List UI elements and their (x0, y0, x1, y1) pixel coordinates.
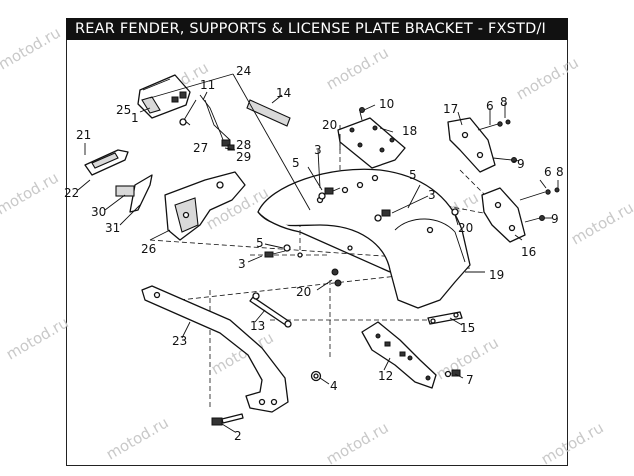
lamp-lens (246, 99, 291, 127)
callout-21: 21 (76, 128, 91, 142)
callout-31: 31 (105, 221, 120, 235)
watermark-text: motod.ru (538, 418, 607, 468)
watermark-text: motod.ru (323, 43, 392, 93)
rail-nut (310, 370, 322, 382)
callout-13: 13 (250, 319, 265, 333)
side-support-bracket (361, 321, 437, 389)
callout-27: 27 (193, 141, 208, 155)
callout-3-left: 3 (238, 257, 246, 271)
rear-fender (257, 168, 471, 309)
callout-22: 22 (64, 186, 79, 200)
watermark-text: motod.ru (0, 23, 64, 73)
callout-labels: 24 25 1 11 27 28 29 21 22 30 31 26 14 20… (64, 64, 564, 443)
callout-3-right: 3 (428, 188, 436, 202)
right-fender-support (481, 187, 526, 243)
watermark-layer: motod.ru motod.ru motod.ru motod.ru moto… (0, 23, 634, 468)
watermark-text: motod.ru (513, 53, 582, 103)
callout-7: 7 (466, 373, 474, 387)
callout-26: 26 (141, 242, 156, 256)
fender-strut (249, 292, 292, 328)
callout-20-top: 20 (322, 118, 337, 132)
watermark-text: motod.ru (3, 313, 72, 363)
callout-19: 19 (489, 268, 504, 282)
wiring-harness (179, 94, 235, 151)
reflector-plate (84, 149, 129, 176)
callout-20-right: 20 (458, 221, 473, 235)
seat-mounting-plate (337, 117, 406, 169)
callout-5-top: 5 (292, 156, 300, 170)
callout-23: 23 (172, 334, 187, 348)
callout-17: 17 (443, 102, 458, 116)
callout-9-bottom: 9 (551, 212, 559, 226)
diagram-frame (66, 40, 568, 466)
tail-lamp-housing (137, 74, 191, 119)
callout-3-top: 3 (314, 143, 322, 157)
callout-11: 11 (200, 78, 215, 92)
callout-20-bottom: 20 (296, 285, 311, 299)
callout-16: 16 (521, 245, 536, 259)
fender-support-rail (141, 285, 289, 413)
callout-6-bottom: 6 (544, 165, 552, 179)
rail-bolt (211, 413, 244, 426)
license-plate-bracket (164, 171, 246, 241)
watermark-text: motod.ru (323, 418, 392, 468)
callout-8-bottom: 8 (556, 165, 564, 179)
callout-24: 24 (236, 64, 251, 78)
callout-28: 28 (236, 138, 251, 152)
callout-5-left: 5 (256, 236, 264, 250)
callout-8-top: 8 (500, 95, 508, 109)
bracket-bolt (444, 369, 461, 378)
callout-9-top: 9 (517, 157, 525, 171)
callout-4: 4 (330, 379, 338, 393)
callout-5-right: 5 (409, 168, 417, 182)
callout-1: 1 (131, 111, 139, 125)
diagram-title: REAR FENDER, SUPPORTS & LICENSE PLATE BR… (66, 18, 568, 40)
callout-2: 2 (234, 429, 242, 443)
callout-12: 12 (378, 369, 393, 383)
mounting-strap (427, 311, 463, 325)
callout-15: 15 (460, 321, 475, 335)
callout-30: 30 (91, 205, 106, 219)
callout-29: 29 (236, 150, 251, 164)
callout-18: 18 (402, 124, 417, 138)
mounting-bracket (115, 174, 153, 213)
watermark-text: motod.ru (0, 168, 62, 218)
leader-lines (77, 73, 559, 433)
callout-10: 10 (379, 97, 394, 111)
callout-6-top: 6 (486, 99, 494, 113)
left-fender-support (447, 117, 496, 173)
callout-25: 25 (116, 103, 131, 117)
watermark-text: motod.ru (568, 198, 634, 248)
watermark-text: motod.ru (103, 413, 172, 463)
callout-14: 14 (276, 86, 291, 100)
